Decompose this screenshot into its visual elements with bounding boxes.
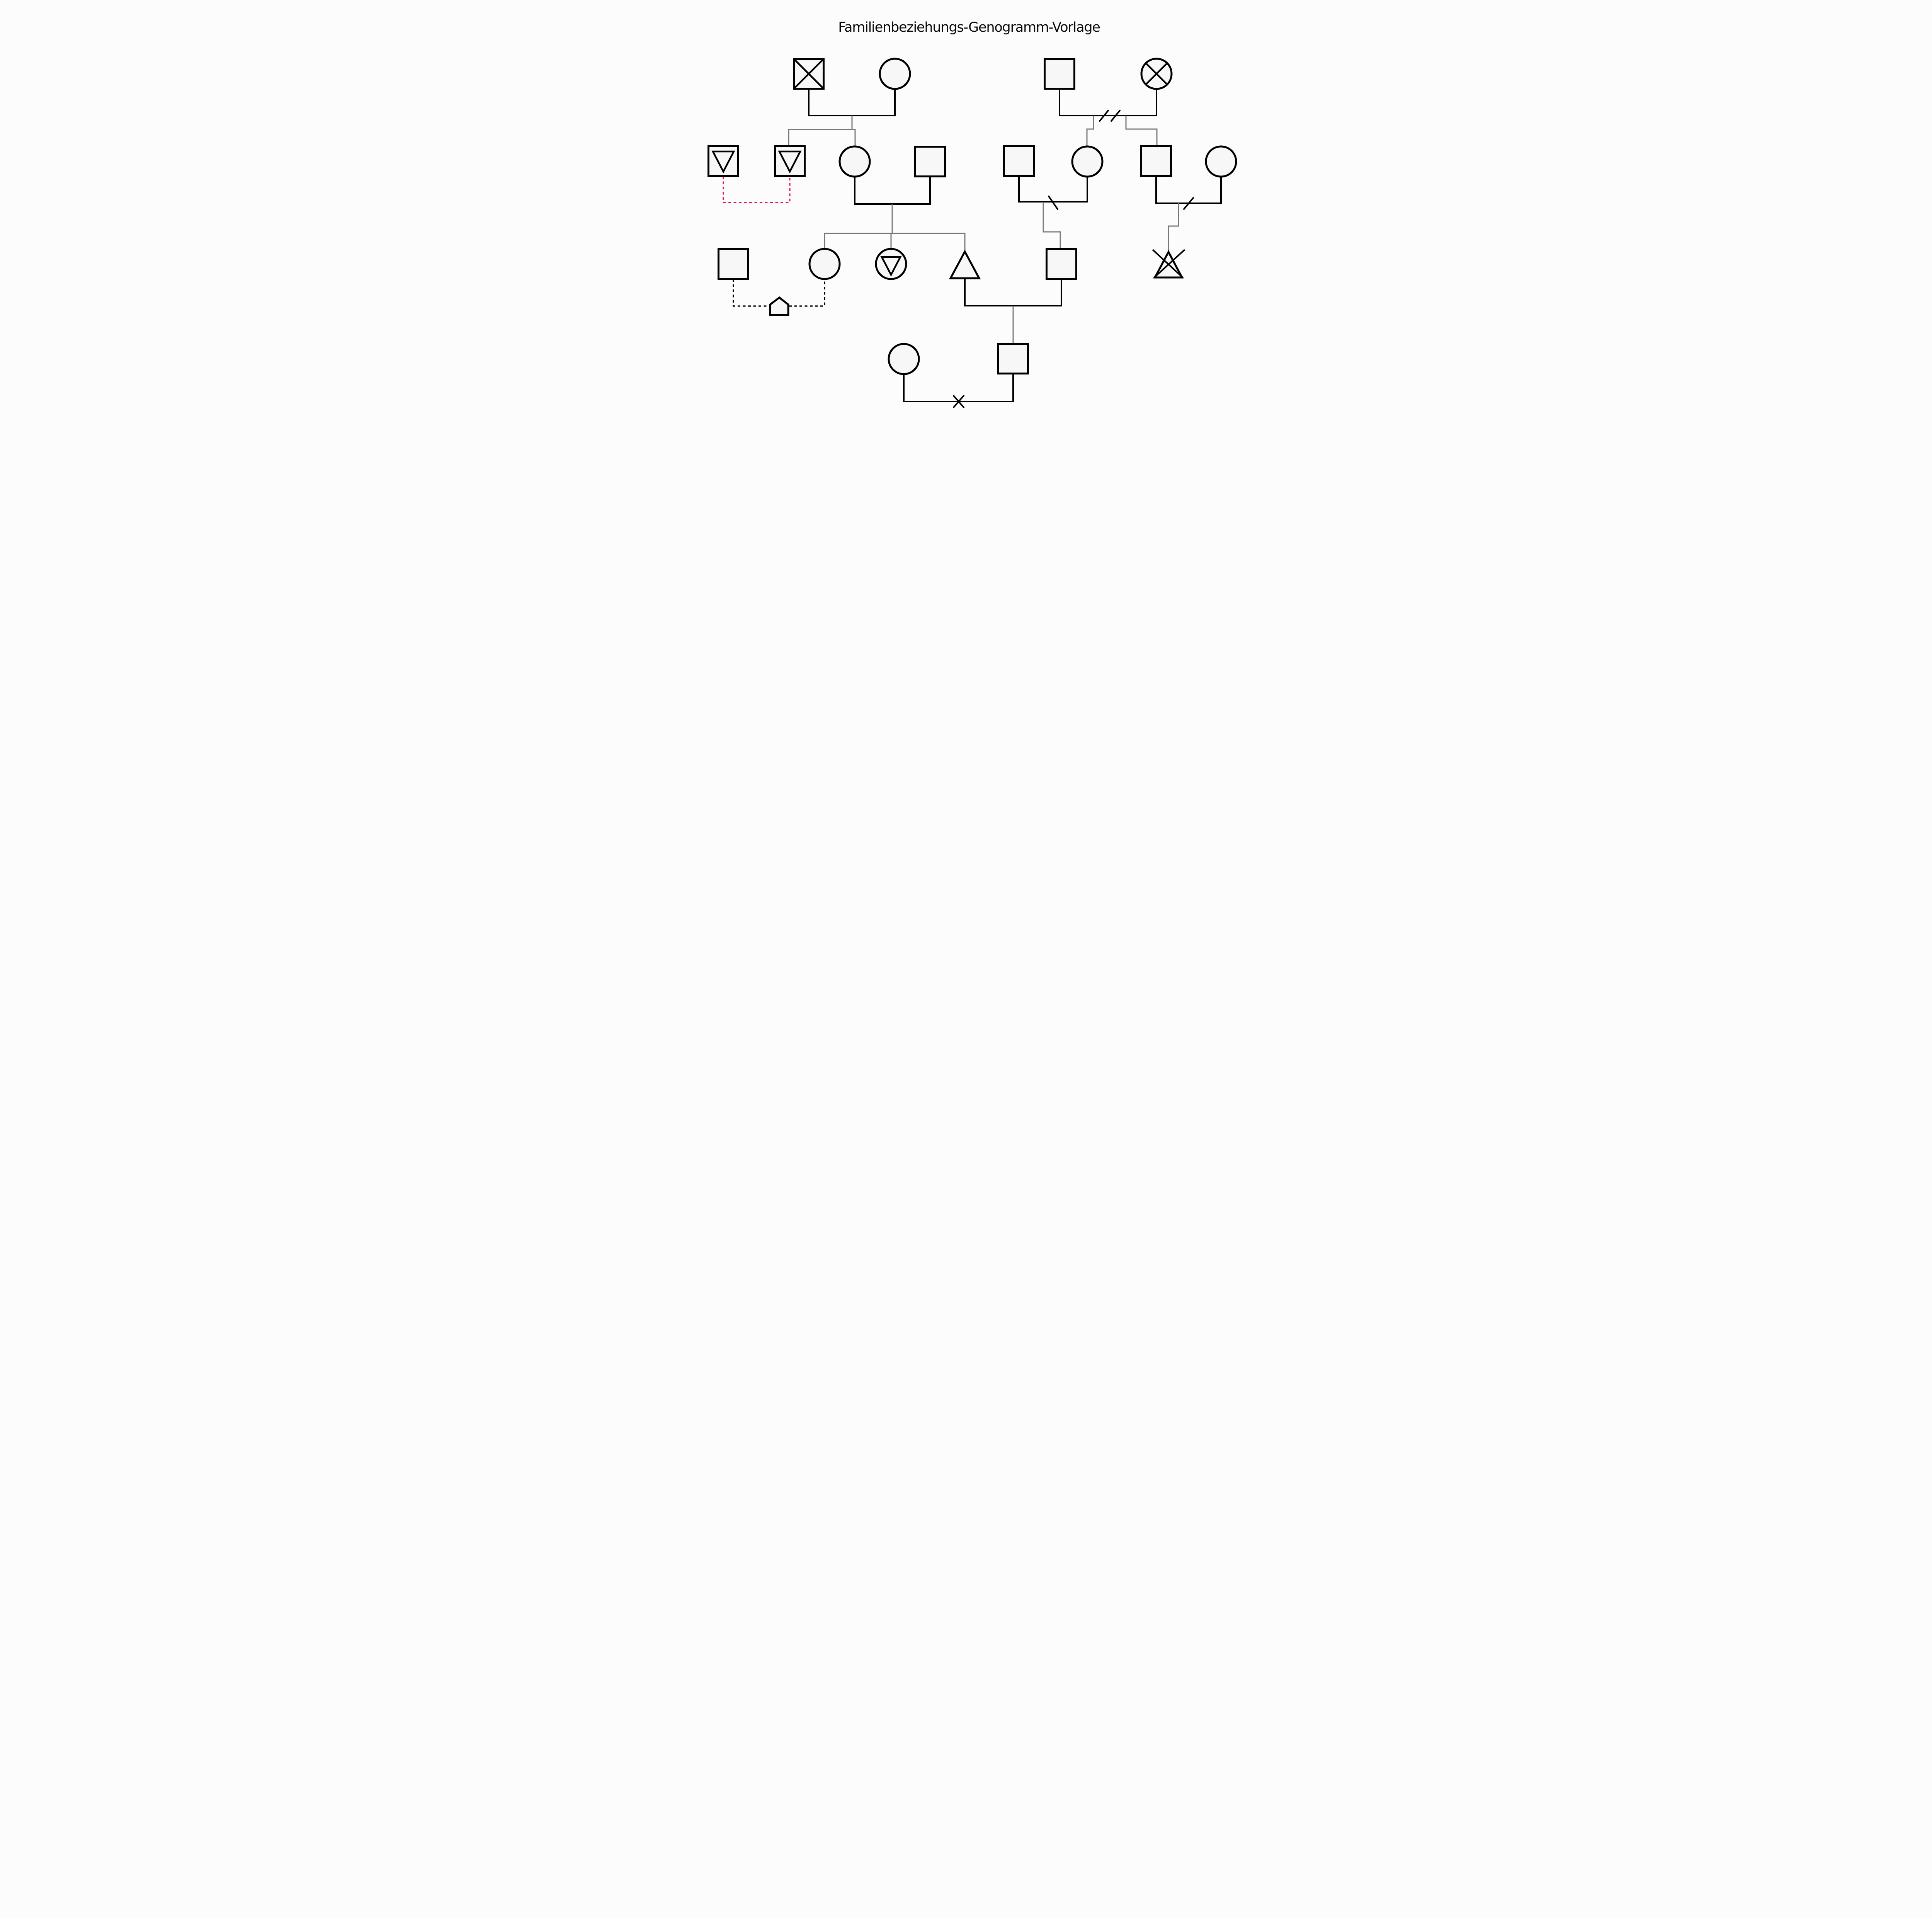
female-symbol	[1071, 145, 1104, 178]
person-circle	[1205, 145, 1237, 178]
divorce-slash	[1099, 110, 1109, 122]
female-symbol	[879, 58, 911, 90]
child-drop-stepped	[1125, 116, 1158, 147]
person-box	[914, 146, 946, 177]
person-circle	[879, 58, 911, 90]
inverted-triangle-glyph	[711, 150, 735, 174]
marriage-line	[1059, 88, 1157, 116]
divorce-slash	[1111, 110, 1121, 122]
foster-child-male-symbol	[707, 145, 739, 177]
marks-layer	[953, 110, 1194, 408]
foster-child-female-symbol	[875, 248, 907, 280]
person-box	[1003, 145, 1035, 177]
marriage-line	[1018, 176, 1088, 203]
male-symbol	[1044, 58, 1075, 90]
cohabitation-house-symbol	[769, 296, 789, 316]
miscarriage-symbol	[1152, 249, 1185, 279]
cohabitation-dashed-line	[789, 279, 825, 307]
person-box	[997, 343, 1029, 374]
deceased-female-symbol	[1140, 58, 1173, 90]
female-symbol	[808, 248, 841, 280]
crossed-out-line	[1152, 249, 1184, 279]
male-symbol	[1140, 145, 1172, 177]
deceased-cross-line	[793, 58, 825, 90]
person-circle	[808, 248, 841, 280]
inverted-triangle-glyph	[778, 150, 802, 174]
marriage-line	[1155, 176, 1222, 204]
deceased-male-symbol	[793, 58, 825, 90]
children-line	[824, 233, 966, 251]
marriage-line	[808, 88, 896, 116]
house-shape	[769, 296, 789, 316]
person-circle	[838, 145, 871, 178]
crossed-x-mark	[953, 395, 964, 408]
child-drop-stepped	[1086, 116, 1094, 147]
male-symbol	[1046, 248, 1077, 280]
red-dashed-relationship-line	[723, 176, 791, 203]
male-symbol	[718, 248, 749, 280]
male-symbol	[1003, 145, 1035, 177]
deceased-cross-line	[1145, 62, 1168, 85]
edges-layer	[723, 88, 1222, 402]
male-symbol	[997, 343, 1029, 374]
person-circle	[1071, 145, 1104, 178]
child-drop-stepped	[1168, 203, 1179, 251]
genogram-page: Familienbeziehungs-Genogramm-Vorlage	[667, 0, 1265, 422]
cohabitation-dashed-line	[733, 279, 769, 307]
diagram-title: Familienbeziehungs-Genogramm-Vorlage	[838, 20, 1100, 35]
inverted-triangle-glyph	[880, 256, 902, 277]
marriage-line	[903, 373, 1014, 402]
female-symbol	[838, 145, 871, 178]
separation-slash	[1048, 196, 1058, 210]
genogram-canvas: Familienbeziehungs-Genogramm-Vorlage	[667, 0, 1265, 422]
children-line	[788, 129, 856, 146]
male-symbol	[914, 146, 946, 177]
pregnancy-symbol	[949, 249, 981, 279]
person-circle	[888, 343, 920, 375]
female-symbol	[888, 343, 920, 375]
person-box	[1046, 248, 1077, 280]
female-symbol	[1205, 145, 1237, 178]
child-drop-stepped	[1043, 202, 1061, 249]
person-box	[1140, 145, 1172, 177]
nodes-layer	[707, 58, 1237, 375]
person-box	[1044, 58, 1075, 90]
triangle-shape	[949, 249, 981, 279]
crossed-out-line	[1153, 249, 1185, 279]
marriage-line	[854, 176, 931, 205]
separation-slash	[1183, 197, 1194, 210]
person-box	[718, 248, 749, 280]
union-line	[964, 278, 1062, 306]
foster-child-male-symbol	[774, 145, 806, 177]
